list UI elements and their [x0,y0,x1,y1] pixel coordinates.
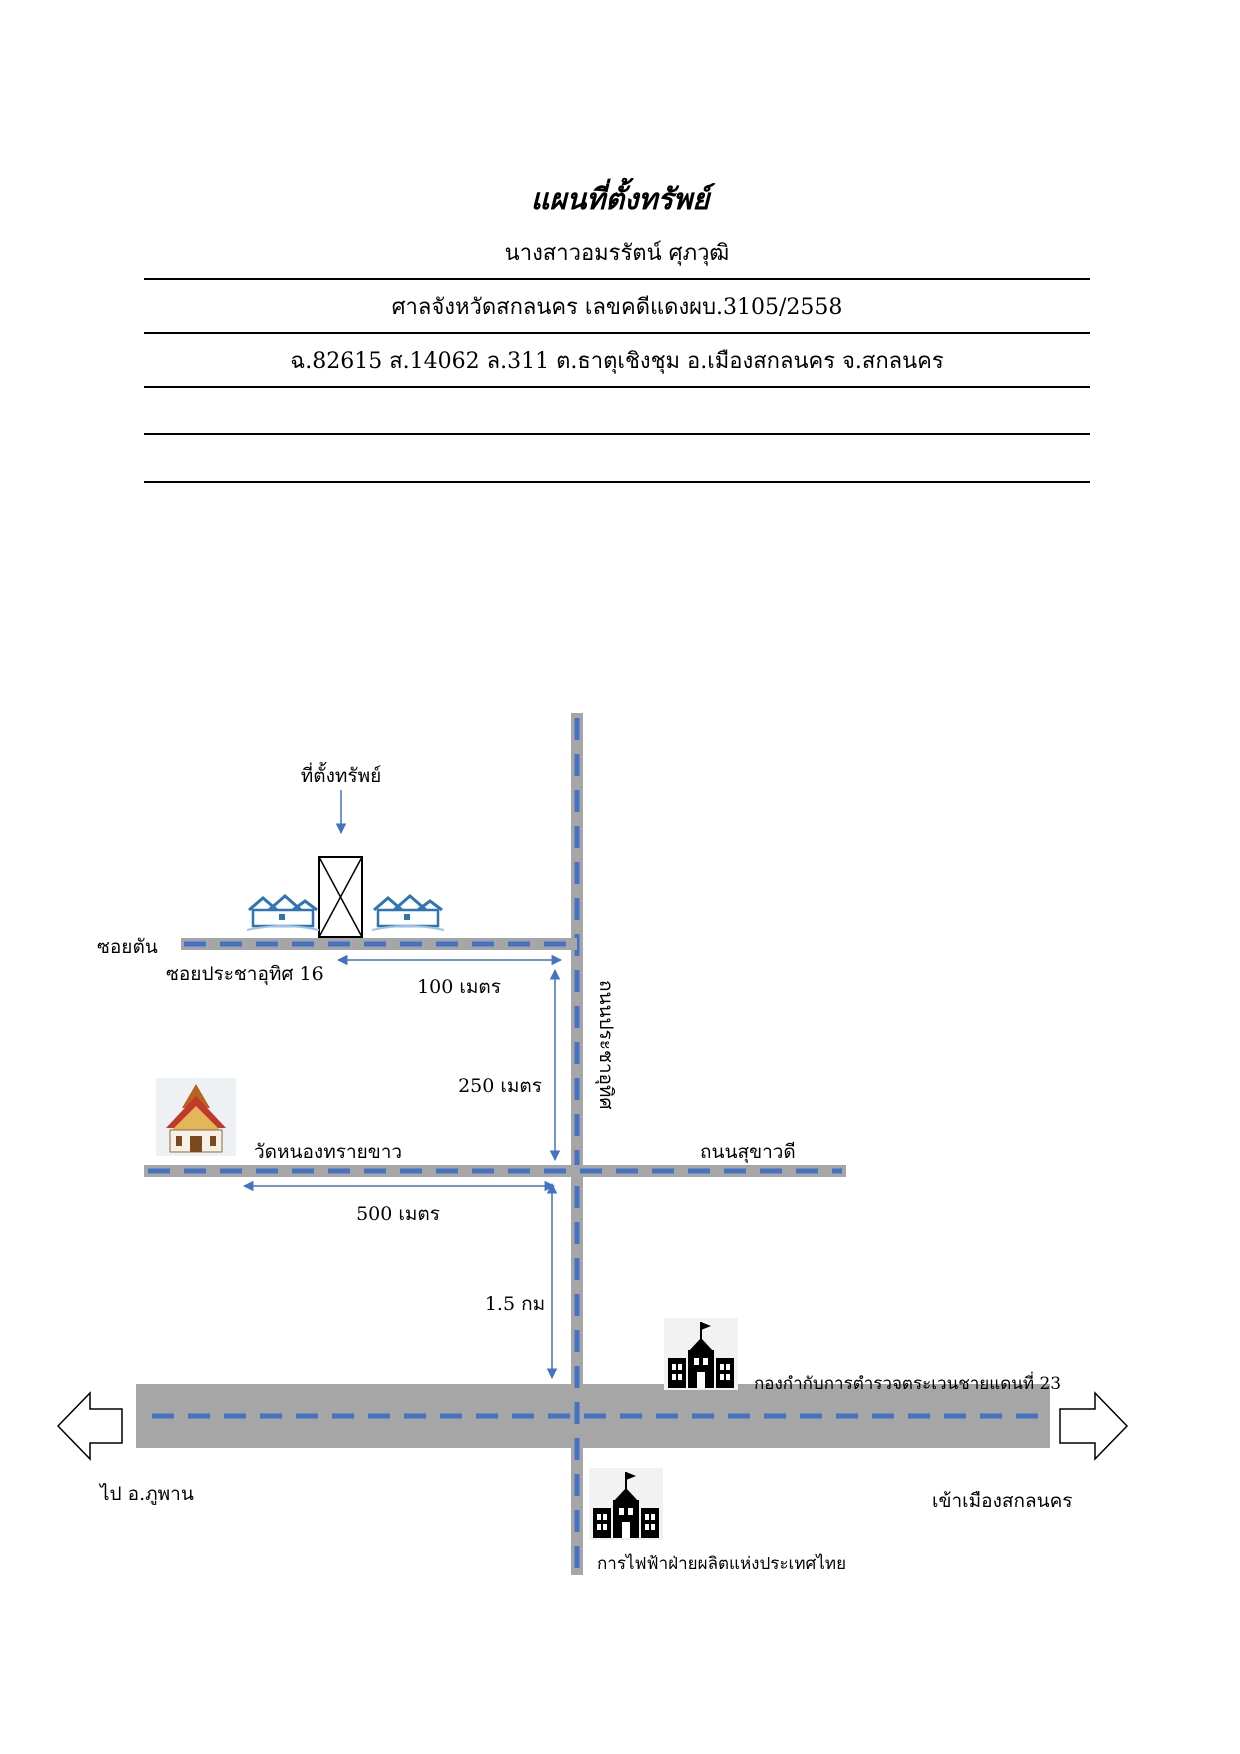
property-box-icon [318,856,363,938]
property-label: ที่ตั้งทรัพย์ [301,762,382,787]
owner-name: นางสาวอมรรัตน์ ศุภวุฒิ [504,241,730,266]
road-prachauthit [571,713,583,1575]
temple-icon [156,1078,236,1156]
border-police-label: กองกำกับการตำรวจตระเวนชายแดนที่ 23 [754,1371,1061,1394]
temple-label: วัดหนองทรายขาว [254,1141,402,1163]
divider [144,481,1090,483]
court-case: ศาลจังหวัดสกลนคร เลขคดีแดงผบ.3105/2558 [391,295,843,320]
right-direction-label: เข้าเมืองสกลนคร [932,1490,1073,1512]
house-icon [246,894,320,931]
arrow-right-icon [1059,1391,1129,1461]
divider [144,386,1090,388]
road-sukhawadi [144,1165,846,1177]
distance-label: 250 เมตร [458,1075,542,1097]
school-building-icon [664,1318,738,1390]
prachauthit-road-label: ถนนประชาอุทิศ [594,980,617,1110]
soi-end-label: ซอยตัน [97,936,158,958]
egat-label: การไฟฟ้าฝ่ายผลิตแห่งประเทศไทย [597,1553,846,1574]
sukhawadi-road-label: ถนนสุขาวดี [700,1141,796,1164]
distance-label: 100 เมตร [417,976,501,998]
left-direction-label: ไป อ.ภูพาน [98,1483,194,1505]
page-title: แผนที่ตั้งทรัพย์ [530,182,710,216]
house-icon [371,894,445,931]
divider [144,278,1090,280]
deed-info: ฉ.82615 ส.14062 ล.311 ต.ธาตุเชิงชุม อ.เม… [290,349,944,374]
distance-label: 1.5 กม [485,1293,545,1315]
distance-label: 500 เมตร [356,1203,440,1225]
soi-name-label: ซอยประชาอุทิศ 16 [166,963,324,986]
roads [136,713,1050,1575]
distance-arrows [242,954,563,1380]
arrow-left-icon [56,1391,123,1461]
divider [144,433,1090,435]
divider [144,332,1090,334]
school-building-icon [589,1468,663,1540]
